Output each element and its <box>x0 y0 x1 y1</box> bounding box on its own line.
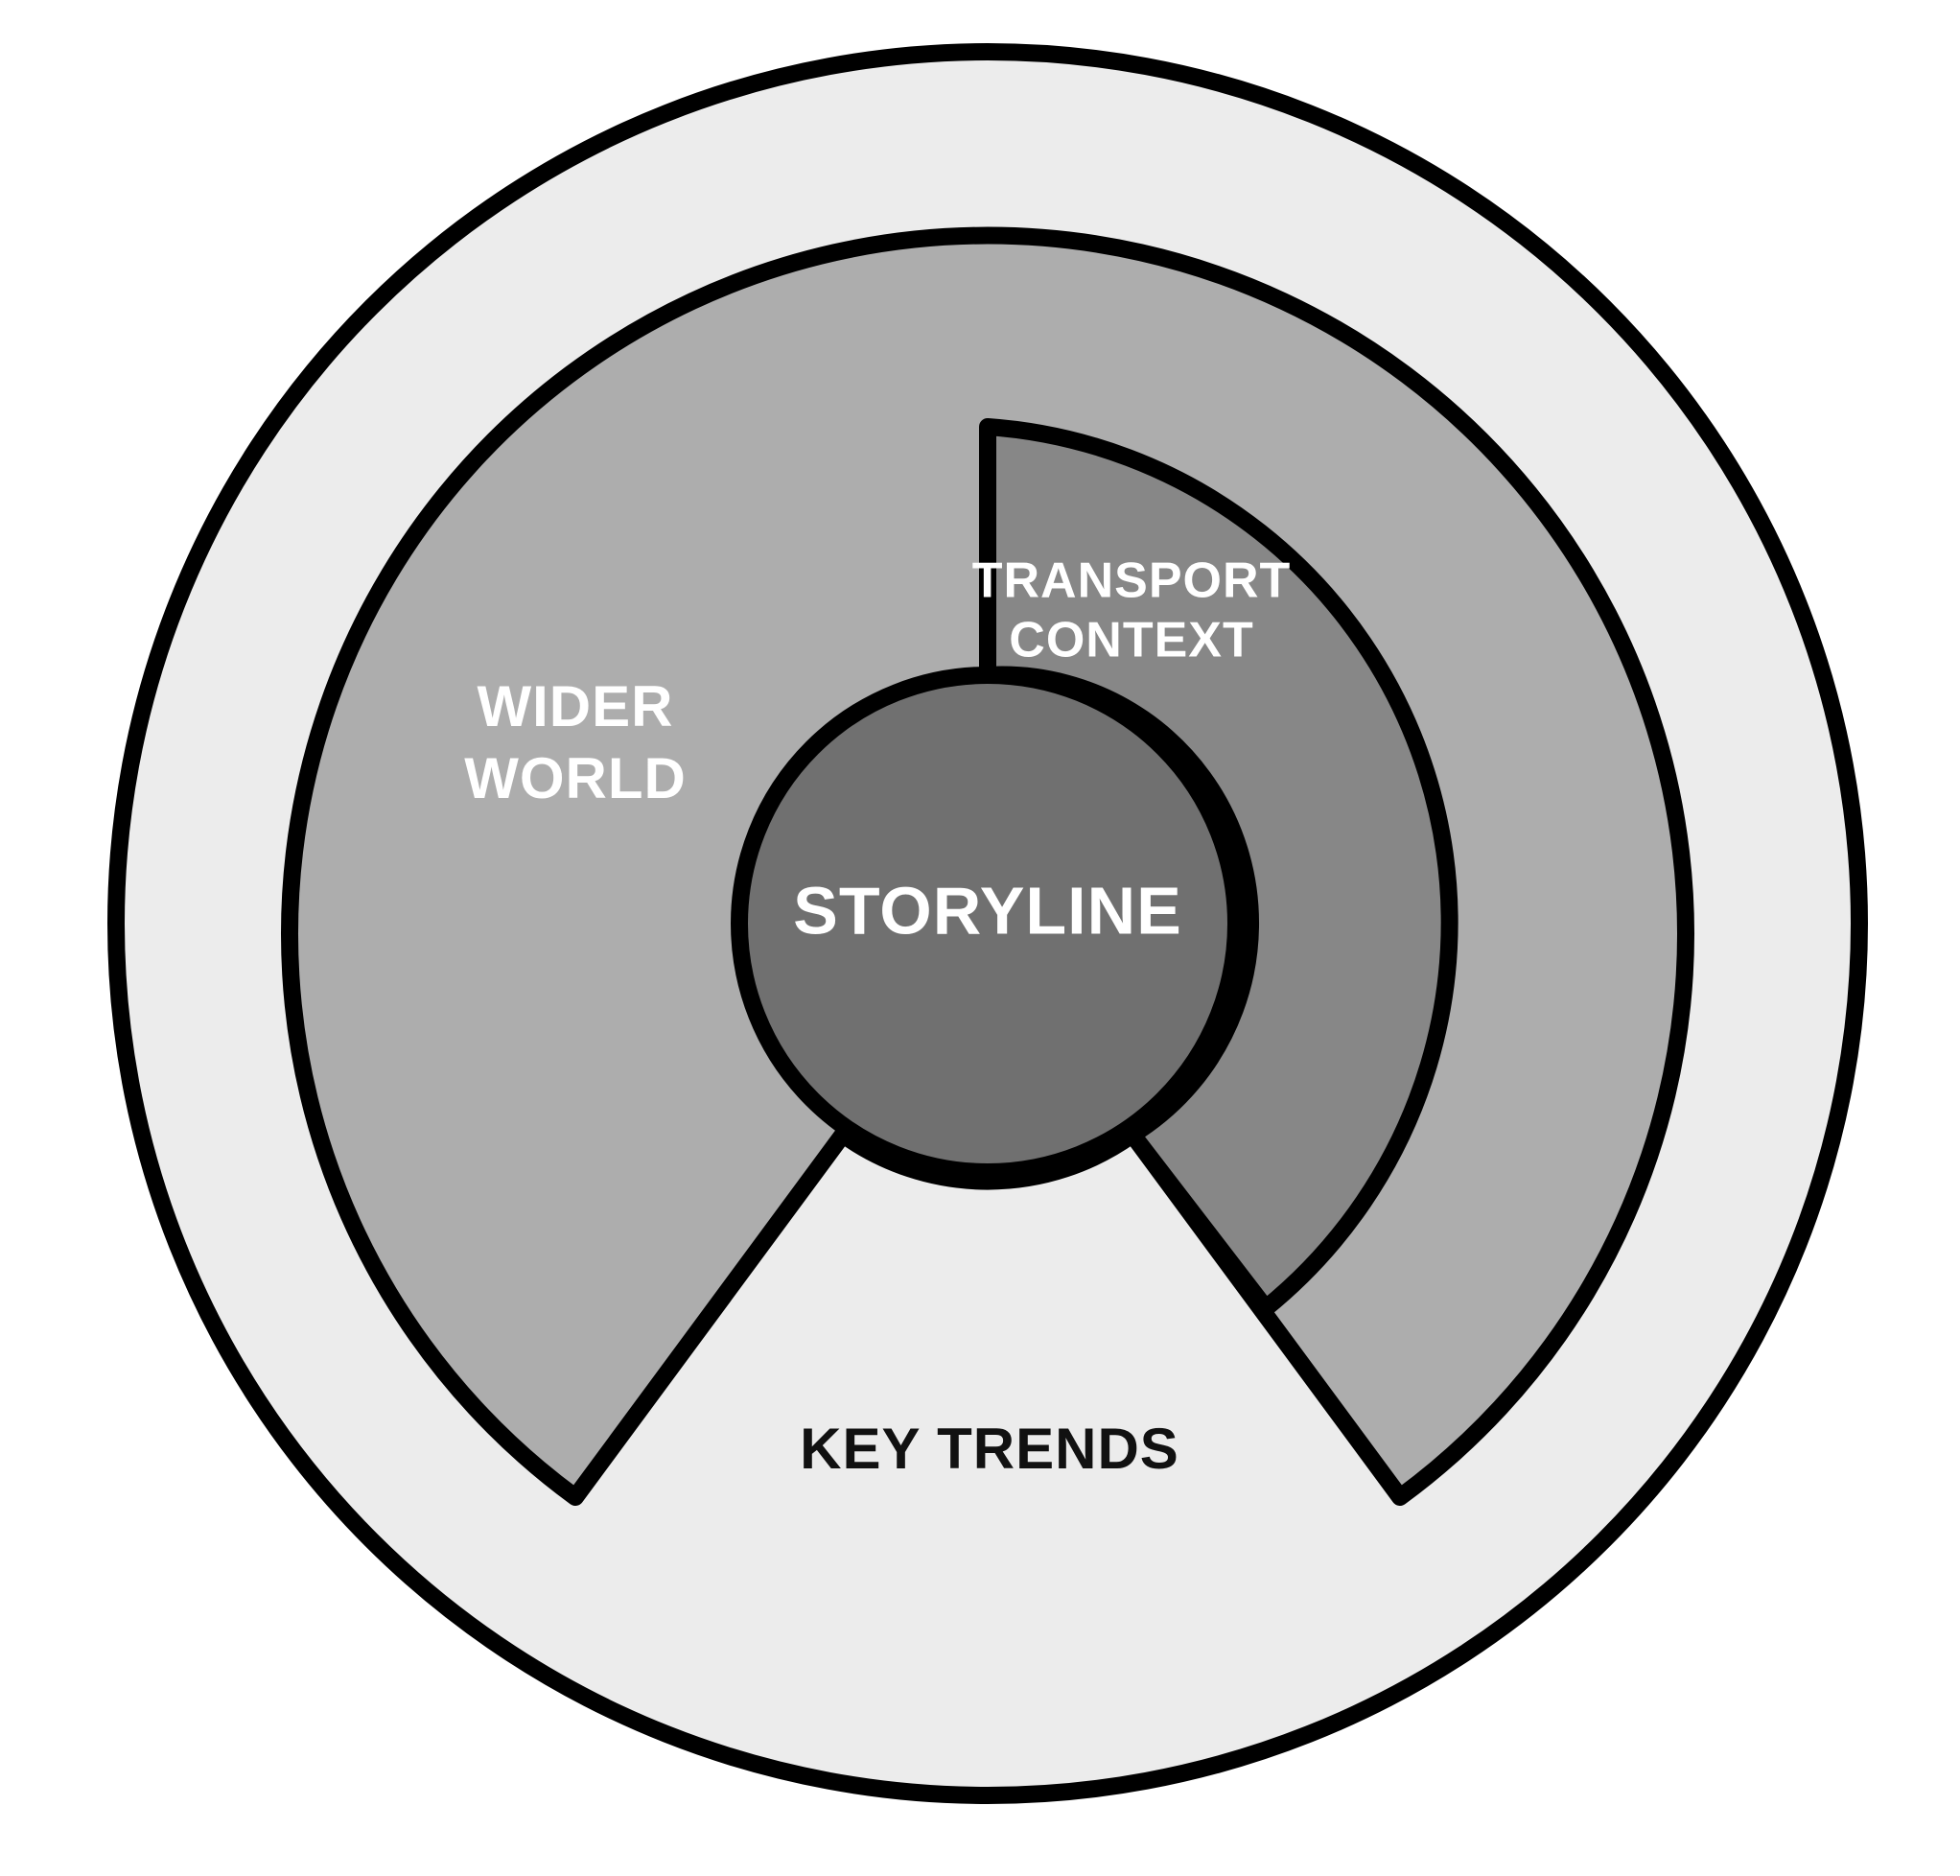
transport-context-label-line1: TRANSPORT <box>972 553 1292 609</box>
storyline-core <box>731 667 1245 1181</box>
storyline-label: STORYLINE <box>793 873 1182 948</box>
key-trends-label: KEY TRENDS <box>800 1417 1179 1481</box>
transport-context-sector <box>979 418 1458 1317</box>
transport-context-label-line2: CONTEXT <box>1009 613 1253 668</box>
wider-world-label-line2: WORLD <box>464 746 687 810</box>
wider-world-label-line1: WIDER <box>478 674 674 739</box>
